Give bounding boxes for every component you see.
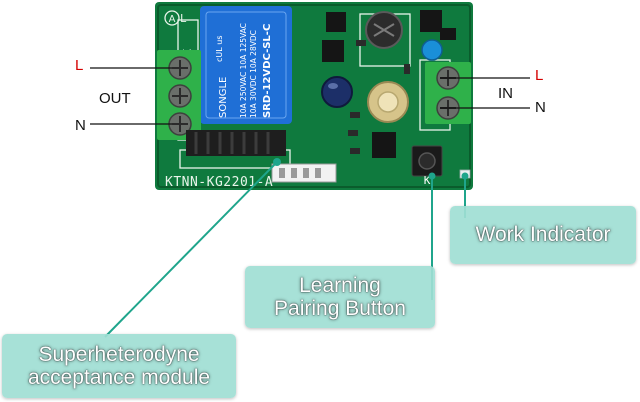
callout-superheterodyne-module: Superheterodyne acceptance module <box>2 334 236 398</box>
learning-button[interactable] <box>418 152 436 170</box>
silkscreen-l: L <box>180 12 187 25</box>
mounting-hole-glyph: A <box>169 14 176 25</box>
ic-top-right <box>420 10 442 32</box>
receiver-module <box>186 130 286 156</box>
relay <box>200 6 292 124</box>
ic-lower <box>372 132 396 158</box>
capacitor-gold-top <box>377 91 399 113</box>
out-n-label: N <box>75 117 86 134</box>
learning-line-1: Learning <box>299 273 381 297</box>
in-label: IN <box>498 85 513 102</box>
in-l-label: L <box>535 67 544 84</box>
work-indicator-text: Work Indicator <box>475 223 611 247</box>
ic-top <box>326 12 346 32</box>
left-terminal-screws <box>168 56 192 136</box>
board-model-label: KTNN-KG2201-A <box>165 175 273 190</box>
module-line-1: Superheterodyne <box>38 342 200 366</box>
callout-learning-button: Learning Pairing Button <box>245 266 435 328</box>
relay-spec-2: 10A 30VDC 10A 28VDC <box>249 30 258 118</box>
leader-line-module <box>104 161 278 338</box>
right-wires <box>440 77 530 109</box>
module-connector-pins <box>279 168 321 178</box>
in-n-label: N <box>535 99 546 116</box>
relay-inner-frame <box>205 11 287 119</box>
relay-cert: cUL us <box>215 36 224 63</box>
relay-model: SRD-12VDC-SL-C <box>262 24 273 118</box>
receiver-module-ridges <box>194 132 270 154</box>
capacitor-blue <box>321 76 353 108</box>
relay-text-block: SONGLE cUL us 10A 250VAC 10A 125VAC 10A … <box>215 23 273 118</box>
module-line-2: acceptance module <box>27 366 211 389</box>
capacitor-blue-shine <box>328 83 338 89</box>
callout-work-indicator: Work Indicator <box>450 206 636 264</box>
silkscreen-k: K <box>424 174 431 187</box>
trim-potentiometer <box>421 39 443 61</box>
leader-dots <box>273 158 469 180</box>
relay-spec-1: 10A 250VAC 10A 125VAC <box>239 23 248 118</box>
left-wires <box>90 67 172 125</box>
learning-line-2: Pairing Button <box>274 297 406 320</box>
transistor-right <box>440 28 456 40</box>
out-label: OUT <box>99 90 131 107</box>
mounting-hole-marker <box>164 10 180 26</box>
out-l-label: L <box>75 57 84 74</box>
relay-brand: SONGLE <box>218 77 229 118</box>
ic-mid-left <box>322 40 344 62</box>
